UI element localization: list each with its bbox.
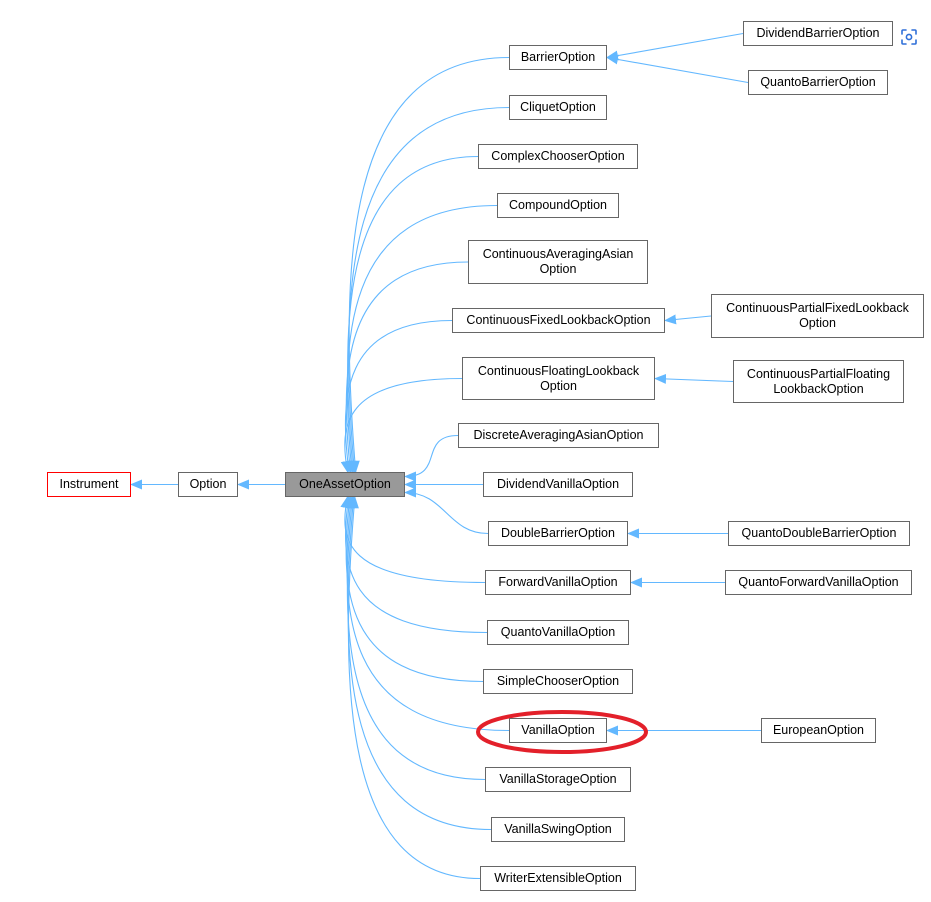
node-label: VanillaSwingOption (504, 822, 612, 836)
node-label: DividendVanillaOption (496, 477, 620, 491)
node-vanillaoption[interactable]: VanillaOption (509, 718, 607, 743)
node-continuouspartialfixedlookbackoption[interactable]: ContinuousPartialFixedLookback Option (711, 294, 924, 338)
node-label: VanillaOption (521, 723, 595, 737)
edge-doublebarrieroption-to-oneassetoption (404, 487, 489, 535)
edge-complexchooseroption-to-oneassetoption (347, 155, 479, 473)
node-option[interactable]: Option (178, 472, 238, 497)
node-quantobarrieroption[interactable]: QuantoBarrierOption (748, 70, 888, 95)
node-label: CompoundOption (509, 198, 607, 212)
node-continuouspartialfloatinglookbackoption[interactable]: ContinuousPartialFloating LookbackOption (733, 360, 904, 403)
node-label: DiscreteAveragingAsianOption (473, 428, 644, 442)
edge-quantovanillaoption-to-oneassetoption (342, 496, 488, 634)
edge-dividendbarrieroption-to-barrieroption (606, 32, 744, 61)
edge-simplechooseroption-to-oneassetoption (343, 496, 484, 683)
node-label: ForwardVanillaOption (498, 575, 618, 589)
node-label: WriterExtensibleOption (494, 871, 622, 885)
edge-continuouspartialfloatinglookbackoption-to-continuousfloatinglookbackoption (654, 373, 734, 384)
edge-vanillaswingoption-to-oneassetoption (347, 496, 492, 831)
node-label: ContinuousAveragingAsian Option (482, 247, 634, 276)
edge-vanillastorageoption-to-oneassetoption (346, 496, 486, 781)
edge-cliquetoption-to-oneassetoption (348, 106, 510, 473)
node-dividendvanillaoption[interactable]: DividendVanillaOption (483, 472, 633, 497)
edge-writerextensibleoption-to-oneassetoption (347, 496, 481, 880)
node-barrieroption[interactable]: BarrierOption (509, 45, 607, 70)
edge-continuouspartialfixedlookbackoption-to-continuousfixedlookbackoption (664, 314, 712, 325)
node-label: ContinuousPartialFixedLookback Option (726, 301, 909, 330)
node-quantovanillaoption[interactable]: QuantoVanillaOption (487, 620, 629, 645)
node-label: ComplexChooserOption (491, 149, 625, 163)
node-label: CliquetOption (520, 100, 596, 114)
node-europeanoption[interactable]: EuropeanOption (761, 718, 876, 743)
highlight-circle (476, 710, 648, 754)
node-forwardvanillaoption[interactable]: ForwardVanillaOption (485, 570, 631, 595)
edge-forwardvanillaoption-to-oneassetoption (340, 496, 486, 584)
node-label: EuropeanOption (772, 723, 865, 737)
node-discreteaveragingasianoption[interactable]: DiscreteAveragingAsianOption (458, 423, 659, 448)
focus-icon[interactable] (896, 24, 922, 50)
node-vanillaswingoption[interactable]: VanillaSwingOption (491, 817, 625, 842)
node-continuousaveragingasianoption[interactable]: ContinuousAveragingAsian Option (468, 240, 648, 284)
edge-barrieroption-to-oneassetoption (348, 56, 510, 473)
node-label: QuantoForwardVanillaOption (738, 575, 899, 589)
node-simplechooseroption[interactable]: SimpleChooserOption (483, 669, 633, 694)
node-label: Option (189, 477, 227, 491)
edge-quantobarrieroption-to-barrieroption (606, 54, 749, 84)
node-label: ContinuousFloatingLookback Option (477, 363, 640, 393)
edge-compoundoption-to-oneassetoption (345, 204, 498, 473)
node-label: ContinuousFixedLookbackOption (466, 313, 651, 327)
node-dividendbarrieroption[interactable]: DividendBarrierOption (743, 21, 893, 46)
node-continuousfixedlookbackoption[interactable]: ContinuousFixedLookbackOption (452, 308, 665, 333)
edge-continuousfloatinglookbackoption-to-oneassetoption (340, 377, 463, 473)
node-writerextensibleoption[interactable]: WriterExtensibleOption (480, 866, 636, 891)
node-label: Instrument (59, 477, 119, 491)
node-label: ContinuousPartialFloating LookbackOption (746, 366, 891, 396)
node-complexchooseroption[interactable]: ComplexChooserOption (478, 144, 638, 169)
node-label: DoubleBarrierOption (501, 526, 615, 540)
node-continuousfloatinglookbackoption[interactable]: ContinuousFloatingLookback Option (462, 357, 655, 400)
edge-discreteaveragingasianoption-to-oneassetoption (404, 434, 459, 482)
node-doublebarrieroption[interactable]: DoubleBarrierOption (488, 521, 628, 546)
node-quantodoublebarrieroption[interactable]: QuantoDoubleBarrierOption (728, 521, 910, 546)
edge-vanillaoption-to-oneassetoption (345, 496, 510, 732)
node-label: QuantoVanillaOption (500, 625, 616, 639)
node-label: SimpleChooserOption (496, 674, 620, 688)
node-label: QuantoDoubleBarrierOption (741, 526, 897, 540)
edge-continuousfixedlookbackoption-to-oneassetoption (342, 319, 453, 473)
node-quantoforwardvanillaoption[interactable]: QuantoForwardVanillaOption (725, 570, 912, 595)
edge-continuousaveragingasianoption-to-oneassetoption (344, 261, 469, 473)
node-label: DividendBarrierOption (756, 26, 880, 40)
node-label: OneAssetOption (299, 477, 391, 491)
node-label: VanillaStorageOption (499, 772, 617, 786)
node-compoundoption[interactable]: CompoundOption (497, 193, 619, 218)
node-oneassetoption[interactable]: OneAssetOption (285, 472, 405, 497)
node-label: QuantoBarrierOption (760, 75, 876, 89)
node-label: BarrierOption (520, 50, 596, 64)
node-cliquetoption[interactable]: CliquetOption (509, 95, 607, 120)
node-vanillastorageoption[interactable]: VanillaStorageOption (485, 767, 631, 792)
node-instrument[interactable]: Instrument (47, 472, 131, 497)
